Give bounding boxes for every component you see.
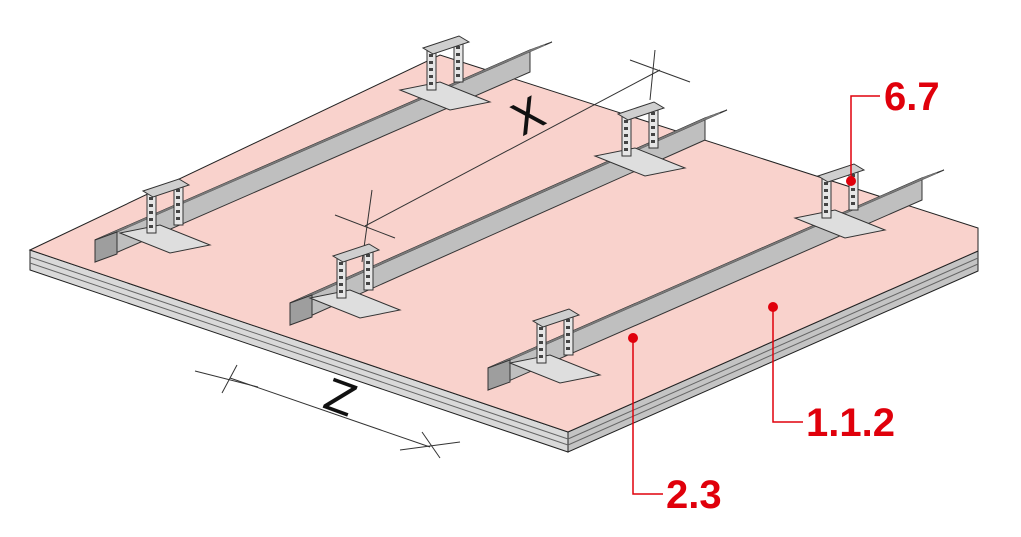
bracket-hole	[824, 203, 828, 206]
board-stack	[28, 54, 979, 453]
bracket-clip	[141, 178, 191, 198]
bracket-hole	[149, 211, 153, 214]
callout-bracket-dot	[846, 176, 856, 186]
bracket-clip	[616, 101, 666, 121]
bracket-hole	[824, 210, 828, 213]
bracket-hole	[429, 82, 433, 85]
bracket-hole	[851, 174, 855, 177]
profile-rail	[94, 35, 553, 263]
hanger-bracket	[398, 35, 492, 111]
bracket-hole	[149, 204, 153, 207]
bracket-hole	[339, 283, 343, 286]
bracket-hole	[339, 290, 343, 293]
callout-board-dot	[768, 302, 778, 312]
hanger-bracket	[793, 163, 887, 239]
bracket-clip	[816, 163, 866, 183]
profiles-group	[94, 35, 945, 391]
callout-profile-label: 2.3	[666, 473, 722, 517]
callout-bracket: 6.7	[846, 75, 940, 186]
bracket-hole	[566, 333, 570, 336]
callout-profile: 2.3	[628, 333, 722, 517]
bracket-hole	[651, 112, 655, 115]
bracket-hole	[566, 319, 570, 322]
bracket-hole	[176, 217, 180, 220]
callout-board: 1.1.2	[768, 302, 895, 445]
bracket-hole	[566, 340, 570, 343]
bracket-hole	[339, 262, 343, 265]
dimension-x: X	[334, 49, 691, 263]
dimension-z-label: Z	[317, 369, 363, 427]
profile-rail	[487, 163, 945, 391]
bracket-hole	[176, 210, 180, 213]
bracket-hole	[366, 254, 370, 257]
profile-end	[94, 231, 118, 263]
bracket-hole	[539, 355, 543, 358]
hanger-bracket	[593, 101, 687, 177]
bracket-hole	[149, 197, 153, 200]
bracket-hole	[429, 75, 433, 78]
bracket-clip	[421, 35, 471, 55]
bracket-hole	[651, 119, 655, 122]
profile-end	[289, 294, 313, 326]
hanger-bracket	[118, 178, 212, 254]
bracket-hole	[456, 67, 460, 70]
profile-rib	[502, 172, 938, 364]
bracket-hole	[456, 60, 460, 63]
bracket-hole	[539, 334, 543, 337]
bracket-hole	[539, 341, 543, 344]
bracket-hole	[149, 218, 153, 221]
callout-board-label: 1.1.2	[806, 401, 895, 445]
hanger-bracket	[508, 308, 602, 384]
bracket-hole	[366, 261, 370, 264]
bracket-hole	[176, 189, 180, 192]
bracket-hole	[824, 182, 828, 185]
bracket-hole	[566, 326, 570, 329]
bracket-hole	[624, 134, 628, 137]
bracket-hole	[851, 195, 855, 198]
bracket-hole	[339, 276, 343, 279]
bracket-hole	[366, 268, 370, 271]
bracket-hole	[176, 203, 180, 206]
bracket-hole	[824, 196, 828, 199]
bracket-hole	[624, 127, 628, 130]
bracket-hole	[651, 126, 655, 129]
bracket-hole	[429, 54, 433, 57]
bracket-hole	[456, 46, 460, 49]
board-top-face	[28, 54, 979, 433]
bracket-clip	[331, 243, 381, 263]
callout-profile-dot	[628, 333, 638, 343]
bracket-hole	[149, 225, 153, 228]
bracket-hole	[456, 53, 460, 56]
callout-bracket-label: 6.7	[884, 75, 940, 119]
bracket-hole	[624, 141, 628, 144]
bracket-hole	[651, 133, 655, 136]
bracket-hole	[366, 282, 370, 285]
bracket-hole	[429, 68, 433, 71]
bracket-hole	[456, 74, 460, 77]
bracket-hole	[176, 196, 180, 199]
bracket-hole	[624, 148, 628, 151]
bracket-hole	[624, 120, 628, 123]
bracket-hole	[824, 189, 828, 192]
bracket-hole	[539, 327, 543, 330]
profile-end	[487, 359, 511, 391]
hanger-bracket	[308, 243, 402, 319]
bracket-hole	[566, 347, 570, 350]
bracket-clip	[531, 308, 581, 328]
bracket-hole	[851, 188, 855, 191]
bracket-hole	[429, 61, 433, 64]
profile-rail	[289, 101, 728, 326]
bracket-hole	[539, 348, 543, 351]
bracket-hole	[651, 140, 655, 143]
bracket-hole	[366, 275, 370, 278]
bracket-hole	[851, 202, 855, 205]
bracket-hole	[339, 269, 343, 272]
